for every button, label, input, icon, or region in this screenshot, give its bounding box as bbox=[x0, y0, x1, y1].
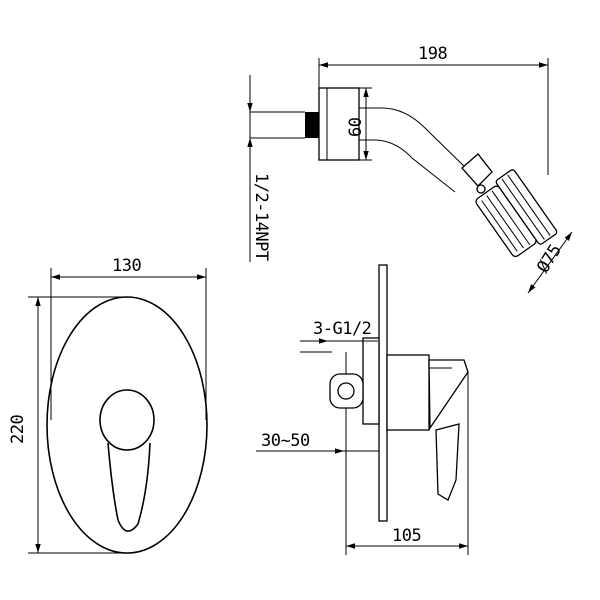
dim-wall-flange-height: 60 bbox=[344, 87, 372, 161]
dim-inlet-spec: 3-G1/2 bbox=[300, 319, 378, 344]
handle-lever bbox=[107, 442, 151, 532]
svg-text:Ø75: Ø75 bbox=[533, 241, 565, 276]
ball-joint bbox=[461, 153, 493, 187]
shower-head bbox=[475, 169, 558, 258]
svg-text:1/2-14NPT: 1/2-14NPT bbox=[251, 173, 271, 261]
dim-showerhead-reach: 198 bbox=[318, 44, 549, 175]
dim-body-depth: 105 bbox=[345, 372, 469, 555]
valve-body bbox=[362, 337, 380, 425]
wall-plate-profile bbox=[378, 264, 388, 522]
svg-text:60: 60 bbox=[346, 117, 366, 137]
handle-hub bbox=[99, 389, 155, 451]
svg-text:30~50: 30~50 bbox=[261, 431, 310, 451]
svg-text:105: 105 bbox=[392, 526, 421, 546]
cover-plate-front-view bbox=[46, 296, 208, 554]
handle-housing bbox=[386, 354, 430, 431]
thread-section bbox=[305, 112, 319, 138]
handle-lever-side bbox=[435, 423, 460, 501]
svg-text:3-G1/2: 3-G1/2 bbox=[313, 319, 371, 339]
svg-text:220: 220 bbox=[8, 415, 28, 444]
wall-flange bbox=[318, 87, 360, 161]
dim-plate-width: 130 bbox=[50, 256, 207, 420]
dim-plate-height: 220 bbox=[8, 296, 127, 554]
handle-base bbox=[428, 359, 469, 431]
svg-text:198: 198 bbox=[418, 44, 447, 64]
dim-wall-depth: 30~50 bbox=[256, 431, 379, 454]
shower-arm-assembly bbox=[249, 87, 558, 258]
svg-text:130: 130 bbox=[112, 256, 141, 276]
oval-cover-plate bbox=[46, 296, 208, 554]
dim-thread-spec: 1/2-14NPT bbox=[247, 75, 271, 262]
valve-side-view bbox=[300, 264, 469, 522]
